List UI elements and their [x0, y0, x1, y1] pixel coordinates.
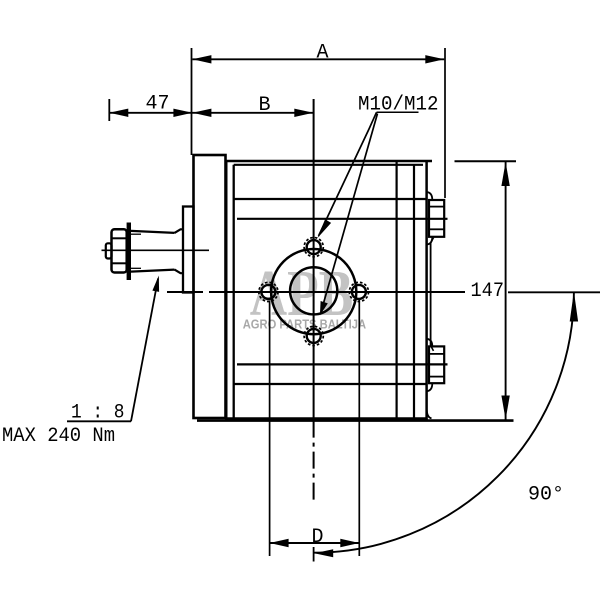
svg-text:A: A [317, 42, 329, 65]
svg-text:47: 47 [146, 93, 170, 116]
svg-text:M10/M12: M10/M12 [358, 94, 439, 117]
svg-text:B: B [259, 94, 271, 117]
svg-text:147: 147 [471, 280, 505, 303]
svg-text:AGRO PARTS BALTIJA: AGRO PARTS BALTIJA [243, 318, 366, 332]
svg-text:1 : 8: 1 : 8 [71, 402, 125, 425]
svg-text:D: D [312, 526, 324, 549]
svg-text:90°: 90° [528, 484, 564, 507]
svg-text:MAX 240 Nm: MAX 240 Nm [2, 425, 115, 448]
